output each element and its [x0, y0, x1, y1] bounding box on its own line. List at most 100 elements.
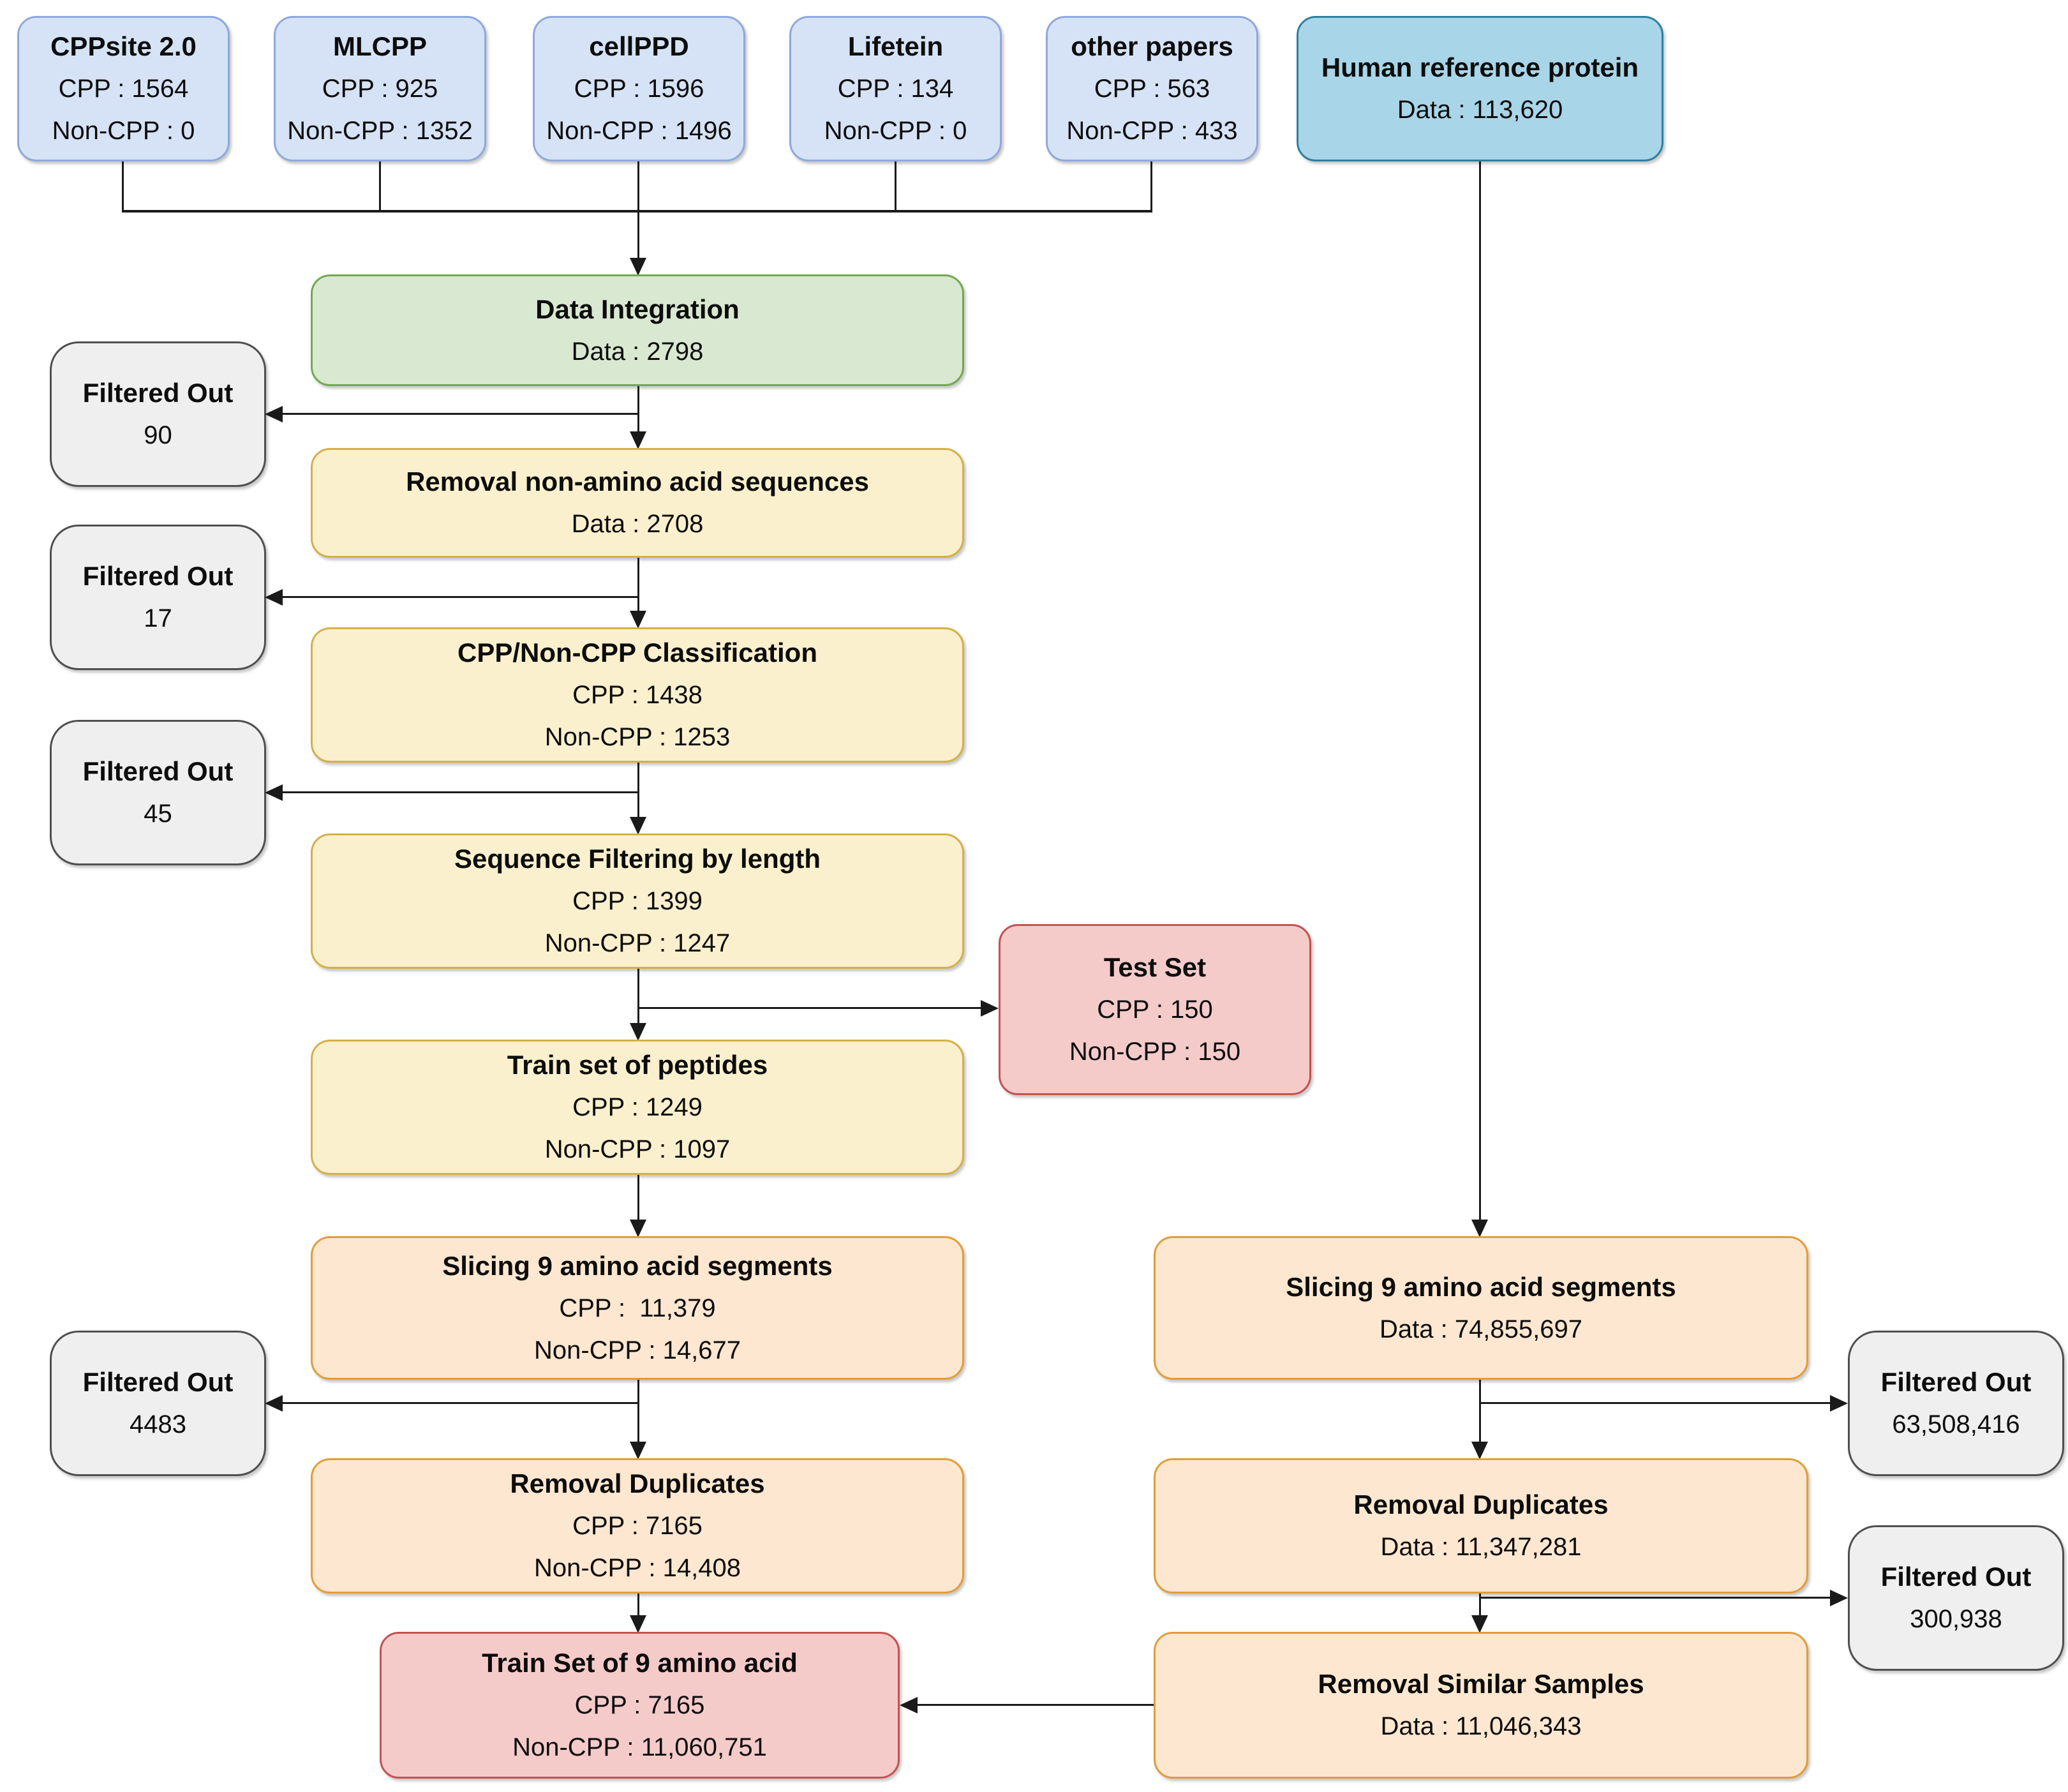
node-filtered-out-300938: Filtered Out 300,938: [1848, 1525, 2064, 1671]
node-line: Non-CPP : 1247: [544, 929, 731, 957]
node-line: CPP : 7165: [574, 1691, 705, 1719]
node-title: Slicing 9 amino acid segments: [442, 1250, 833, 1281]
arrowhead-into-seqfilter: [630, 817, 646, 835]
connector-stem-other-papers: [1150, 161, 1152, 211]
node-sequence-filtering: Sequence Filtering by length CPP : 1399 …: [311, 833, 964, 969]
node-title: Test Set: [1103, 952, 1207, 982]
node-slicing-left: Slicing 9 amino acid segments CPP : 11,3…: [311, 1236, 964, 1380]
node-filtered-out-63508416: Filtered Out 63,508,416: [1848, 1331, 2064, 1476]
node-line: Data : 2708: [571, 510, 704, 538]
node-removal-duplicates-right: Removal Duplicates Data : 11,347,281: [1154, 1458, 1808, 1594]
node-title: Train set of peptides: [507, 1050, 768, 1080]
node-line: CPP : 7165: [572, 1512, 703, 1540]
node-value: 45: [144, 800, 172, 828]
node-title: Removal Duplicates: [1353, 1490, 1609, 1519]
node-filtered-out-90: Filtered Out 90: [50, 341, 266, 487]
node-line: CPP : 1438: [572, 681, 703, 709]
node-data-integration: Data Integration Data : 2798: [311, 274, 964, 386]
node-title: Sequence Filtering by length: [454, 844, 821, 874]
node-title: Slicing 9 amino acid segments: [1286, 1271, 1676, 1302]
connector-stem-cellppd: [637, 161, 639, 211]
node-title: Removal Duplicates: [510, 1468, 765, 1498]
node-line: Non-CPP : 1097: [544, 1135, 731, 1163]
connector-dup-to-similar: [1479, 1594, 1481, 1617]
node-cellppd: cellPPD CPP : 1596 Non-CPP : 1496: [533, 16, 745, 161]
node-train-set-peptides: Train set of peptides CPP : 1249 Non-CPP…: [311, 1040, 964, 1175]
connector-classification-to-seqfilter: [637, 763, 639, 818]
node-line: CPP : 134: [837, 75, 954, 103]
node-line: CPP : 1399: [572, 887, 703, 915]
node-filtered-out-17: Filtered Out 17: [50, 525, 266, 670]
node-line: Data : 113,620: [1397, 96, 1563, 124]
arrowhead-into-fo300k: [1830, 1590, 1848, 1606]
connector-branch-fo300k: [1481, 1597, 1831, 1599]
connector-seqfilter-to-trainset: [637, 969, 639, 1024]
connector-similar-to-trainset9: [916, 1704, 1154, 1706]
arrowhead-into-data-integration: [630, 258, 646, 276]
node-value: 17: [144, 604, 172, 632]
connector-stem-cppsite: [122, 161, 124, 211]
connector-merge-bus: [122, 210, 1152, 213]
node-line: CPP : 1249: [572, 1093, 703, 1121]
node-title: Train Set of 9 amino acid: [482, 1648, 798, 1678]
node-line: Data : 74,855,697: [1379, 1315, 1583, 1343]
node-title: Filtered Out: [1880, 1562, 2032, 1592]
node-line: Data : 11,347,281: [1380, 1533, 1582, 1561]
connector-stem-lifetein: [895, 161, 896, 211]
connector-reference-to-slicing-right: [1479, 161, 1481, 1221]
connector-branch-test-set: [639, 1007, 982, 1009]
node-line: CPP : 150: [1097, 996, 1213, 1024]
arrowhead-into-trainset-peptides: [630, 1023, 646, 1041]
node-value: 63,508,416: [1892, 1410, 2020, 1438]
connector-branch-fo63m: [1481, 1402, 1831, 1404]
arrowhead-into-removal-non-amino: [630, 431, 646, 449]
node-title: cellPPD: [589, 31, 689, 61]
node-line: Non-CPP : 1496: [546, 117, 732, 145]
node-line: Non-CPP : 433: [1066, 117, 1238, 145]
node-lifetein: Lifetein CPP : 134 Non-CPP : 0: [789, 16, 1002, 161]
node-title: CPPsite 2.0: [50, 31, 197, 61]
node-title: Filtered Out: [82, 1367, 234, 1397]
node-cppsite: CPPsite 2.0 CPP : 1564 Non-CPP : 0: [17, 16, 230, 161]
node-train-set-9aa: Train Set of 9 amino acid CPP : 7165 Non…: [380, 1632, 900, 1779]
node-line: Non-CPP : 14,677: [534, 1336, 741, 1364]
node-title: Data Integration: [535, 294, 740, 324]
node-removal-similar-samples: Removal Similar Samples Data : 11,046,34…: [1154, 1632, 1808, 1779]
node-slicing-right: Slicing 9 amino acid segments Data : 74,…: [1154, 1236, 1808, 1380]
arrowhead-into-removal-similar: [1471, 1615, 1488, 1633]
connector-trainset-to-slicing: [637, 1175, 639, 1221]
node-filtered-out-4483: Filtered Out 4483: [50, 1331, 266, 1476]
node-title: CPP/Non-CPP Classification: [457, 638, 817, 668]
node-line: Non-CPP : 150: [1069, 1038, 1241, 1066]
node-title: Filtered Out: [1880, 1367, 2032, 1397]
connector-slicing-to-dup-left: [637, 1380, 639, 1443]
arrowhead-into-fo45: [265, 784, 283, 801]
node-mlcpp: MLCPP CPP : 925 Non-CPP : 1352: [274, 16, 486, 161]
arrowhead-into-fo4483: [265, 1395, 283, 1412]
node-title: Filtered Out: [82, 756, 234, 786]
arrowhead-into-fo17: [265, 589, 283, 606]
node-line: Non-CPP : 14,408: [534, 1554, 741, 1582]
node-title: Filtered Out: [82, 378, 234, 408]
connector-branch-fo45: [281, 791, 639, 793]
node-test-set: Test Set CPP : 150 Non-CPP : 150: [999, 924, 1311, 1095]
connector-removal-to-classification: [637, 558, 639, 612]
arrowhead-into-train-set-9aa-right: [900, 1697, 918, 1714]
connector-bus-to-integration: [637, 211, 639, 259]
node-value: 90: [144, 421, 172, 449]
connector-branch-fo17: [281, 596, 639, 598]
node-title: Human reference protein: [1321, 52, 1639, 82]
connector-branch-fo90: [281, 413, 639, 415]
arrowhead-into-fo90: [265, 406, 283, 422]
node-line: Non-CPP : 1352: [287, 117, 473, 145]
arrowhead-into-slicing-left: [630, 1220, 646, 1237]
arrowhead-into-test-set: [981, 1000, 999, 1017]
connector-branch-fo4483: [281, 1402, 639, 1404]
node-line: CPP : 925: [322, 75, 438, 103]
arrowhead-into-slicing-right: [1471, 1220, 1488, 1237]
node-title: other papers: [1071, 31, 1233, 61]
node-line: CPP : 11,379: [559, 1294, 716, 1322]
node-human-reference-protein: Human reference protein Data : 113,620: [1297, 16, 1663, 161]
node-line: Data : 11,046,343: [1380, 1712, 1582, 1740]
